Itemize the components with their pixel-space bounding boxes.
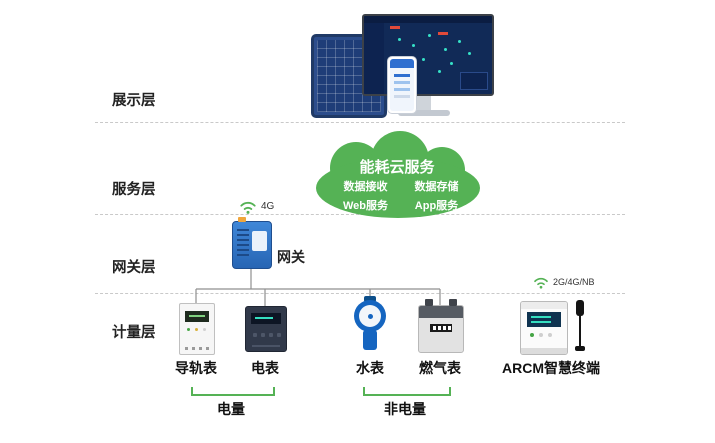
din-meter-lcd-reading	[189, 315, 205, 317]
dashboard-side-panel	[364, 23, 384, 94]
gas-meter-counter	[430, 324, 452, 332]
din-meter-terminals	[185, 347, 188, 350]
device-label-din-rail-meter: 导轨表	[175, 360, 217, 376]
antenna-stem	[579, 316, 581, 346]
group-bracket-non-electric	[363, 387, 451, 396]
cloud-service-item: App服务	[414, 200, 459, 212]
electric-meter-display	[251, 313, 281, 324]
monitor-device	[362, 14, 494, 118]
layer-label-display: 展示层	[112, 93, 156, 109]
wifi-icon	[238, 199, 258, 219]
monitor-stand-base	[398, 110, 450, 116]
layer-label-service: 服务层	[112, 182, 156, 198]
group-bracket-electric	[191, 387, 275, 396]
arcm-terminal-strip	[521, 348, 567, 354]
antenna-base	[575, 346, 585, 351]
water-meter	[350, 296, 390, 354]
phone-app-content	[394, 74, 410, 77]
layer-divider-3	[95, 293, 625, 294]
layer-divider-1	[95, 122, 625, 123]
wifi-icon	[532, 275, 550, 294]
group-label-electric: 电量	[217, 401, 245, 417]
device-label-gas-meter: 燃气表	[419, 360, 461, 376]
arcm-terminal	[520, 301, 568, 355]
gas-pipe-outlet	[449, 299, 457, 306]
device-label-water-meter: 水表	[356, 360, 384, 376]
antenna-icon	[575, 300, 585, 352]
electric-meter	[245, 306, 287, 352]
service-cloud: 能耗云服务 数据接收 数据存储 Web服务 App服务	[308, 130, 486, 222]
arcm-buttons	[530, 333, 534, 337]
monitor-dashboard-screen	[362, 14, 494, 96]
cloud-service-item: 数据接收	[343, 181, 388, 193]
cloud-service-list: 数据接收 数据存储 Web服务 App服务	[330, 178, 472, 213]
gateway-network-label: 4G	[261, 201, 275, 212]
arcm-lcd	[527, 312, 561, 327]
phone-screen	[390, 59, 414, 111]
monitor-stand-neck	[417, 96, 431, 111]
water-meter-face	[359, 305, 381, 327]
cloud-service-item: Web服务	[342, 200, 389, 212]
electric-meter-buttons	[253, 333, 257, 337]
group-label-non-electric: 非电量	[384, 401, 426, 417]
gateway-label: 网关	[277, 249, 305, 265]
device-label-arcm-terminal: ARCM智慧终端	[502, 360, 600, 376]
water-meter-dial	[354, 300, 386, 332]
arcm-network-label: 2G/4G/NB	[553, 277, 595, 287]
water-meter-needle-hub	[367, 313, 373, 319]
electric-meter-reading	[255, 317, 273, 319]
water-meter-cap	[364, 296, 376, 302]
electric-meter-footer	[252, 345, 280, 347]
dashboard-header-bar	[364, 16, 492, 23]
map-alert-markers	[390, 26, 400, 29]
arcm-lcd-reading	[531, 316, 551, 318]
cloud-title: 能耗云服务	[359, 159, 435, 176]
gas-pipe-inlet	[425, 299, 433, 306]
gateway-device	[232, 217, 272, 269]
cloud-shape	[316, 131, 480, 218]
gateway-antenna-port	[238, 217, 246, 222]
gateway-vents	[237, 229, 249, 259]
cloud-service-item: 数据存储	[414, 181, 459, 193]
layer-label-gateway: 网关层	[112, 260, 156, 276]
din-meter-leds	[187, 328, 190, 331]
gas-meter-digits	[433, 326, 436, 330]
dashboard-chart-panel	[460, 72, 488, 90]
din-rail-meter	[179, 303, 215, 355]
arcm-top-strip	[521, 302, 567, 309]
phone-app-header	[390, 59, 414, 68]
water-meter-pipe	[363, 330, 377, 350]
antenna-cap	[576, 300, 584, 316]
map-dots	[398, 38, 401, 41]
din-meter-lcd	[185, 311, 209, 322]
gas-meter-top	[419, 306, 463, 318]
gateway-label-panel	[252, 231, 267, 251]
gas-meter	[418, 299, 464, 353]
layer-label-metering: 计量层	[112, 325, 156, 341]
phone-device	[387, 56, 417, 114]
device-label-electric-meter: 电表	[251, 360, 279, 376]
